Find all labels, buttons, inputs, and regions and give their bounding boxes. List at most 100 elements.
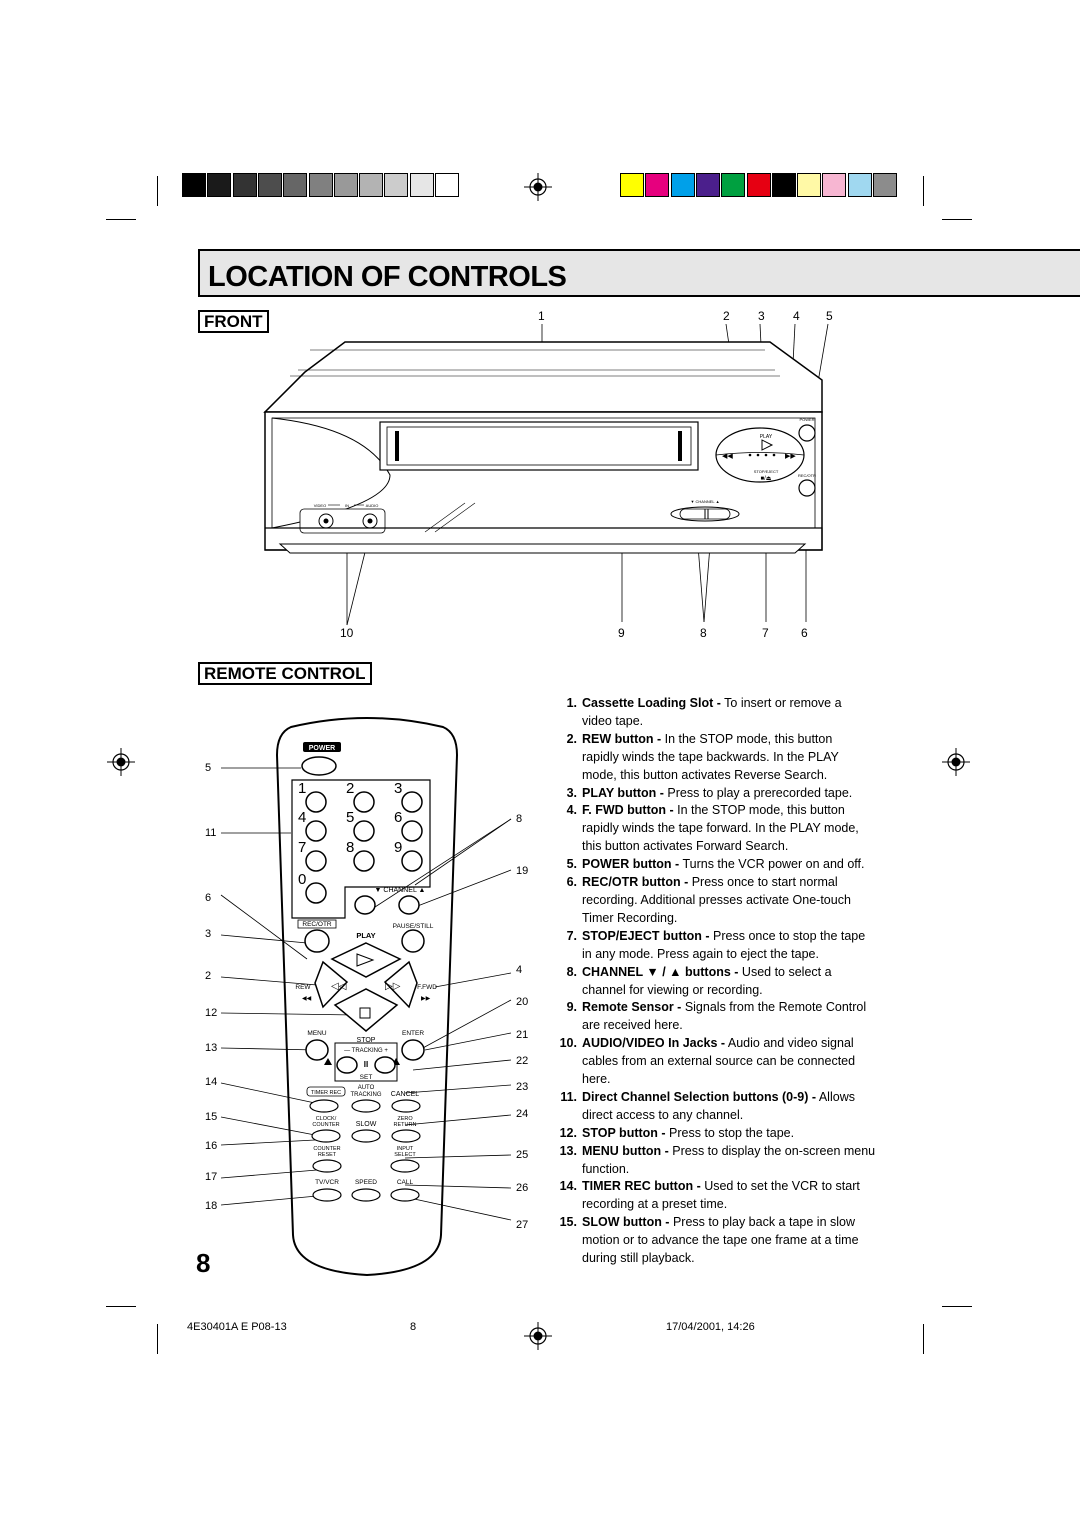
remote-tracking-word-label: TRACKING (350, 1092, 381, 1098)
remote-rec-otr-button[interactable] (304, 929, 330, 953)
color-swatch (645, 173, 670, 197)
remote-slow-button[interactable] (351, 1129, 381, 1143)
vcr-stop-eject-label: STOP/EJECT (754, 469, 779, 474)
gray-swatch (207, 173, 232, 197)
gray-swatch (232, 173, 257, 197)
description-number: 8. (566, 964, 577, 979)
description-body: channel for viewing or recording. (582, 982, 763, 997)
description-line: are received here. (582, 1017, 866, 1035)
description-term: REW button - (582, 731, 662, 746)
remote-digit-button[interactable] (353, 820, 375, 842)
description-item: 7.STOP/EJECT button - Press once to stop… (552, 928, 897, 964)
description-text: REW button - In the STOP mode, this butt… (582, 731, 839, 785)
remote-callout-number: 17 (205, 1171, 218, 1183)
gray-swatch (359, 173, 384, 197)
remote-rew-button[interactable] (314, 960, 349, 1009)
remote-counter-reset-label-2: RESET (318, 1152, 337, 1158)
remote-menu-button[interactable] (305, 1039, 329, 1061)
description-line: motion or to advance the tape one frame … (582, 1232, 859, 1250)
crop-mark (106, 219, 136, 220)
remote-callout-number: 27 (516, 1219, 529, 1231)
remote-digit-button[interactable] (401, 820, 423, 842)
remote-input-select-button[interactable] (390, 1159, 420, 1173)
remote-channel-up-button[interactable] (398, 895, 420, 915)
remote-play-button[interactable] (330, 942, 402, 978)
remote-clock-counter-button[interactable] (311, 1129, 341, 1143)
remote-tracking-up-button[interactable] (374, 1056, 396, 1074)
remote-power-label-box (303, 742, 341, 752)
remote-tv-vcr-button[interactable] (312, 1188, 342, 1202)
remote-callout-number: 2 (205, 970, 212, 982)
description-line: Timer Recording. (582, 910, 851, 928)
crop-mark (157, 1324, 158, 1354)
remote-tracking-down-button[interactable] (336, 1056, 358, 1074)
remote-pause-still-button[interactable] (401, 929, 425, 953)
remote-enter-button[interactable] (401, 1039, 425, 1061)
description-text: STOP button - Press to stop the tape. (582, 1125, 794, 1143)
remote-digit-button[interactable] (305, 882, 327, 904)
remote-callout-number: 8 (516, 813, 523, 825)
description-body: Press once to stop the tape (709, 928, 866, 943)
remote-timer-rec-button[interactable] (309, 1099, 339, 1113)
description-body: in any mode. Press again to eject the ta… (582, 946, 819, 961)
description-line: Cassette Loading Slot - To insert or rem… (582, 695, 842, 713)
description-line: SLOW button - Press to play back a tape … (582, 1214, 859, 1232)
vcr-play-label: PLAY (760, 434, 773, 440)
description-line: video tape. (582, 713, 842, 731)
remote-channel-down-button[interactable] (354, 895, 376, 915)
remote-digit-button[interactable] (401, 791, 423, 813)
remote-power-button[interactable] (301, 756, 337, 776)
remote-digit-button[interactable] (305, 850, 327, 872)
remote-digit-button[interactable] (353, 850, 375, 872)
gray-swatch (333, 173, 358, 197)
description-number: 12. (559, 1125, 577, 1140)
vcr-ffwd-icon[interactable]: ▶▶ (785, 453, 796, 460)
remote-auto-label: AUTO (358, 1085, 375, 1091)
description-term: Remote Sensor - (582, 1000, 682, 1015)
description-text: Remote Sensor - Signals from the Remote … (582, 999, 866, 1035)
remote-cancel-button[interactable] (391, 1099, 421, 1113)
vcr-play-icon[interactable] (761, 439, 774, 451)
description-body: Used to select a (738, 964, 832, 979)
remote-rec-otr-label: REC/OTR (302, 921, 332, 928)
gray-swatch (409, 173, 434, 197)
description-item: 6.REC/OTR button - Press once to start n… (552, 874, 897, 928)
remote-digit-button[interactable] (305, 820, 327, 842)
vcr-rec-otr-button[interactable] (798, 479, 816, 497)
description-number: 11. (560, 1089, 577, 1104)
remote-counter-reset-button[interactable] (312, 1159, 342, 1173)
remote-ffwd-button[interactable] (383, 960, 418, 1009)
vcr-front-illustration: PLAY ◀◀ ▶▶ STOP/EJECT ■/⏏ POWER REC/OTR … (263, 323, 829, 626)
remote-call-button[interactable] (390, 1188, 420, 1202)
stop-icon (359, 1007, 371, 1019)
remote-speed-button[interactable] (351, 1188, 381, 1202)
description-item: 14.TIMER REC button - Used to set the VC… (552, 1178, 897, 1214)
registration-mark-bottom (524, 1322, 552, 1350)
description-body: mode, this button activates Reverse Sear… (582, 767, 828, 782)
remote-callout-number: 20 (516, 996, 529, 1008)
remote-digit-button[interactable] (353, 791, 375, 813)
color-swatch (873, 173, 897, 197)
remote-digit-button[interactable] (305, 791, 327, 813)
remote-zero-return-button[interactable] (391, 1129, 421, 1143)
front-section-label: FRONT (198, 310, 269, 333)
description-number: 3. (566, 785, 577, 800)
vcr-stop-eject-icon[interactable]: ■/⏏ (761, 476, 772, 482)
description-number: 13. (559, 1143, 577, 1158)
color-swatch (746, 173, 771, 197)
description-line: POWER button - Turns the VCR power on an… (582, 856, 865, 874)
description-body: function. (582, 1161, 630, 1176)
tracking-down-icon[interactable] (324, 1058, 332, 1065)
remote-stop-button[interactable] (333, 988, 399, 1032)
remote-digit-button[interactable] (401, 850, 423, 872)
description-item: 1.Cassette Loading Slot - To insert or r… (552, 695, 897, 731)
remote-play-label: PLAY (356, 931, 375, 940)
description-body: video tape. (582, 713, 644, 728)
front-callout-number: 7 (762, 626, 769, 640)
description-item: 15.SLOW button - Press to play back a ta… (552, 1214, 897, 1268)
description-line: during still playback. (582, 1250, 859, 1268)
av-jack-panel (299, 508, 386, 534)
vcr-rew-icon[interactable]: ◀◀ (722, 453, 733, 460)
vcr-power-button[interactable] (798, 424, 816, 442)
remote-auto-tracking-button[interactable] (351, 1099, 381, 1113)
